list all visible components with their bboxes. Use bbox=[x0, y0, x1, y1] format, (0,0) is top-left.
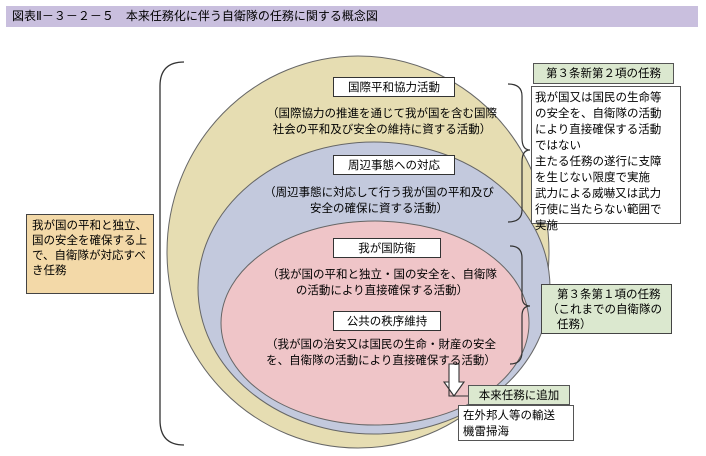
art3-1-line-1: 第３条第１項の任務 bbox=[557, 287, 661, 301]
art3-2-line: ではない bbox=[535, 138, 581, 152]
public-order-label: 公共の秩序維持 bbox=[333, 311, 441, 331]
left-task-text: 我が国の平和と独立、国の安全を確保する上で、自衛隊が対応すべき任務 bbox=[32, 218, 147, 277]
surrounding-desc-2: 安全の確保に資する活動） bbox=[310, 201, 448, 215]
left-bracket bbox=[159, 61, 185, 446]
national-defense-label: 我が国防衛 bbox=[333, 238, 441, 258]
added-task-header: 本来任務に追加 bbox=[468, 385, 570, 405]
art3-2-header: 第３条新第２項の任務 bbox=[533, 63, 674, 84]
art3-2-line: を生じない限度で実施 bbox=[535, 170, 650, 184]
art3-2-line: 実施 bbox=[535, 218, 558, 232]
brace-art3-1 bbox=[509, 245, 531, 365]
art3-2-list: 我が国又は国民の生命等 の安全を、自衛隊の活動 により直接確保する活動 ではない… bbox=[531, 86, 681, 232]
intl-peace-desc-1: （国際協力の推進を通じて我が国を含む国際 bbox=[267, 106, 497, 120]
public-order-desc-1: （我が国の治安又は国民の生命・財産の安全 bbox=[266, 337, 496, 351]
art3-2-line: により直接確保する活動 bbox=[535, 122, 662, 136]
art3-2-line: 我が国又は国民の生命等 bbox=[535, 90, 662, 104]
art3-1-line-3: 任務） bbox=[557, 317, 592, 331]
surrounding-desc-1: （周辺事態に対応して行う我が国の平和及び bbox=[264, 185, 494, 199]
intl-peace-label: 国際平和協力活動 bbox=[333, 77, 455, 97]
art3-2-line: 武力による威嚇又は武力 bbox=[535, 186, 662, 200]
art3-1-line-2: （これまでの自衛隊の bbox=[547, 302, 662, 316]
defense-desc-2: の活動により直接確保する活動） bbox=[295, 283, 469, 297]
public-order-desc-2: を、自衛隊の活動により直接確保する活動） bbox=[266, 353, 496, 367]
intl-peace-desc-2: 社会の平和及び安全の維持に資する活動） bbox=[272, 122, 492, 136]
left-task-box: 我が国の平和と独立、国の安全を確保する上で、自衛隊が対応すべき任務 bbox=[26, 214, 154, 294]
art3-2-line: 行使に当たらない範囲で bbox=[535, 202, 662, 216]
brace-art3-2 bbox=[507, 83, 531, 223]
added-task-list: 在外邦人等の輸送 機雷掃海 bbox=[458, 405, 574, 441]
arrow-shaft bbox=[448, 382, 468, 397]
art3-2-line: の安全を、自衛隊の活動 bbox=[535, 106, 662, 120]
surrounding-situation-label: 周辺事態への対応 bbox=[333, 155, 455, 175]
art3-1-box: 第３条第１項の任務 （これまでの自衛隊の 任務） bbox=[541, 284, 672, 334]
defense-desc-1: （我が国の平和と独立・国の安全を、自衛隊 bbox=[267, 267, 497, 281]
art3-2-line: 主たる任務の遂行に支障 bbox=[535, 154, 662, 168]
added-task-line-2: 機雷掃海 bbox=[463, 424, 509, 438]
figure-title: 図表Ⅱ－３－２－５ 本来任務化に伴う自衛隊の任務に関する概念図 bbox=[6, 6, 698, 27]
added-task-line-1: 在外邦人等の輸送 bbox=[463, 408, 555, 422]
